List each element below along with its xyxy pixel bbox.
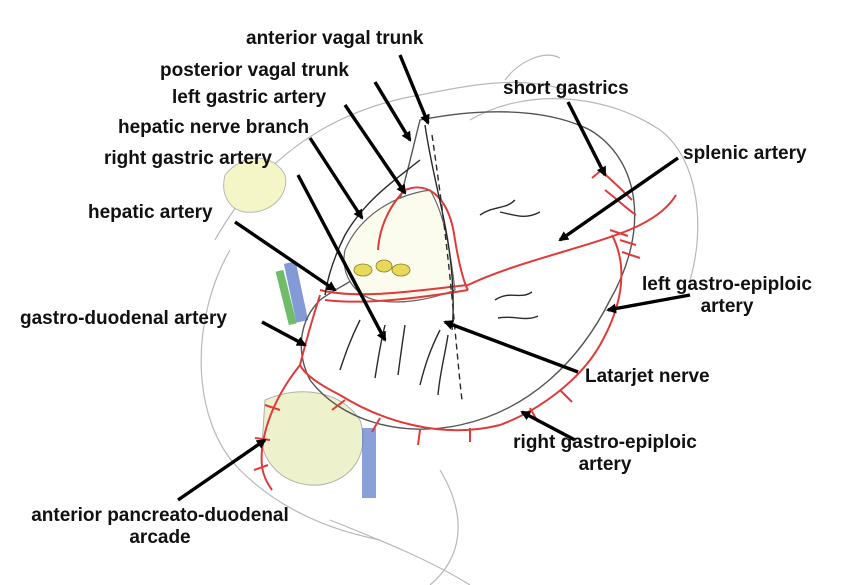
label-posterior-vagal-trunk: posterior vagal trunk — [160, 60, 349, 81]
portal-vein — [283, 261, 309, 323]
label-latarjet-nerve: Latarjet nerve — [585, 366, 710, 387]
arrow-right-gastro-epiploic-artery — [520, 410, 576, 442]
arrow-anterior-vagal-trunk — [398, 54, 430, 125]
mesenteric-vein — [362, 428, 376, 498]
label-left-gastro-epiploic-artery-line2: artery — [700, 296, 754, 317]
label-anterior-pancreato-duodenal-arcade-line2: arcade — [129, 527, 191, 548]
arrow-anterior-pancreato-duodenal-arcade — [177, 438, 267, 502]
label-gastro-duodenal-artery: gastro-duodenal artery — [20, 308, 227, 329]
arrow-left-gastric-artery — [343, 104, 407, 195]
label-short-gastrics: short gastrics — [503, 78, 629, 99]
label-left-gastric-artery: left gastric artery — [172, 87, 327, 108]
arrow-left-gastro-epiploic-artery — [606, 293, 691, 314]
liver-lobe — [223, 157, 287, 213]
label-left-gastro-epiploic-artery: left gastro-epiploic artery — [622, 274, 832, 318]
arrow-gastro-duodenal-artery — [261, 320, 307, 347]
nerves — [324, 124, 541, 401]
arrow-posterior-vagal-trunk — [373, 81, 412, 142]
lymph-nodes — [353, 259, 411, 277]
label-anterior-vagal-trunk: anterior vagal trunk — [246, 28, 424, 49]
label-right-gastro-epiploic-artery-line1: right gastro-epiploic — [513, 432, 697, 453]
background-organs-sketch — [200, 54, 699, 585]
label-hepatic-artery: hepatic artery — [88, 202, 213, 223]
bile-duct — [275, 269, 297, 326]
lesser-sac-window — [343, 189, 456, 303]
label-anterior-pancreato-duodenal-arcade: anterior pancreato-duodenal arcade — [10, 505, 310, 549]
arrow-hepatic-artery — [234, 220, 337, 292]
arrow-splenic-artery — [558, 156, 679, 242]
label-hepatic-nerve-branch: hepatic nerve branch — [118, 117, 310, 138]
label-anterior-pancreato-duodenal-arcade-line1: anterior pancreato-duodenal — [31, 505, 289, 526]
arrow-short-gastrics — [566, 101, 607, 177]
arrow-right-gastric-artery — [296, 174, 387, 342]
arrow-hepatic-nerve-branch — [308, 137, 364, 220]
label-left-gastro-epiploic-artery-line1: left gastro-epiploic — [642, 274, 812, 295]
label-right-gastro-epiploic-artery-line2: artery — [578, 454, 632, 475]
label-right-gastro-epiploic-artery: right gastro-epiploic artery — [490, 432, 720, 476]
arrow-latarjet-nerve — [443, 320, 579, 374]
pancreatic-head — [261, 391, 364, 486]
label-splenic-artery: splenic artery — [683, 143, 807, 164]
label-right-gastric-artery: right gastric artery — [104, 148, 272, 169]
label-arrows — [177, 54, 691, 502]
